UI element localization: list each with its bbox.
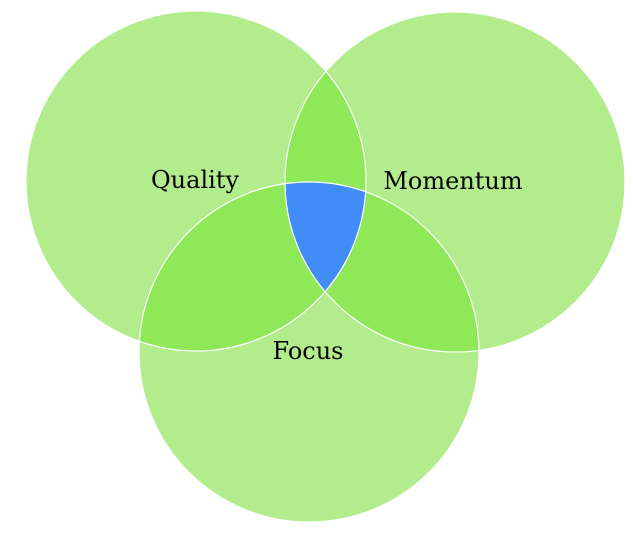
outline-momentum [284,11,626,353]
overlap-momentum-focus [285,182,479,352]
overlap-quality-focus [139,182,366,351]
label-momentum: Momentum [383,167,523,195]
outline-focus [138,181,480,523]
label-focus: Focus [272,337,343,365]
label-quality: Quality [151,166,239,194]
outline-quality [25,10,367,352]
